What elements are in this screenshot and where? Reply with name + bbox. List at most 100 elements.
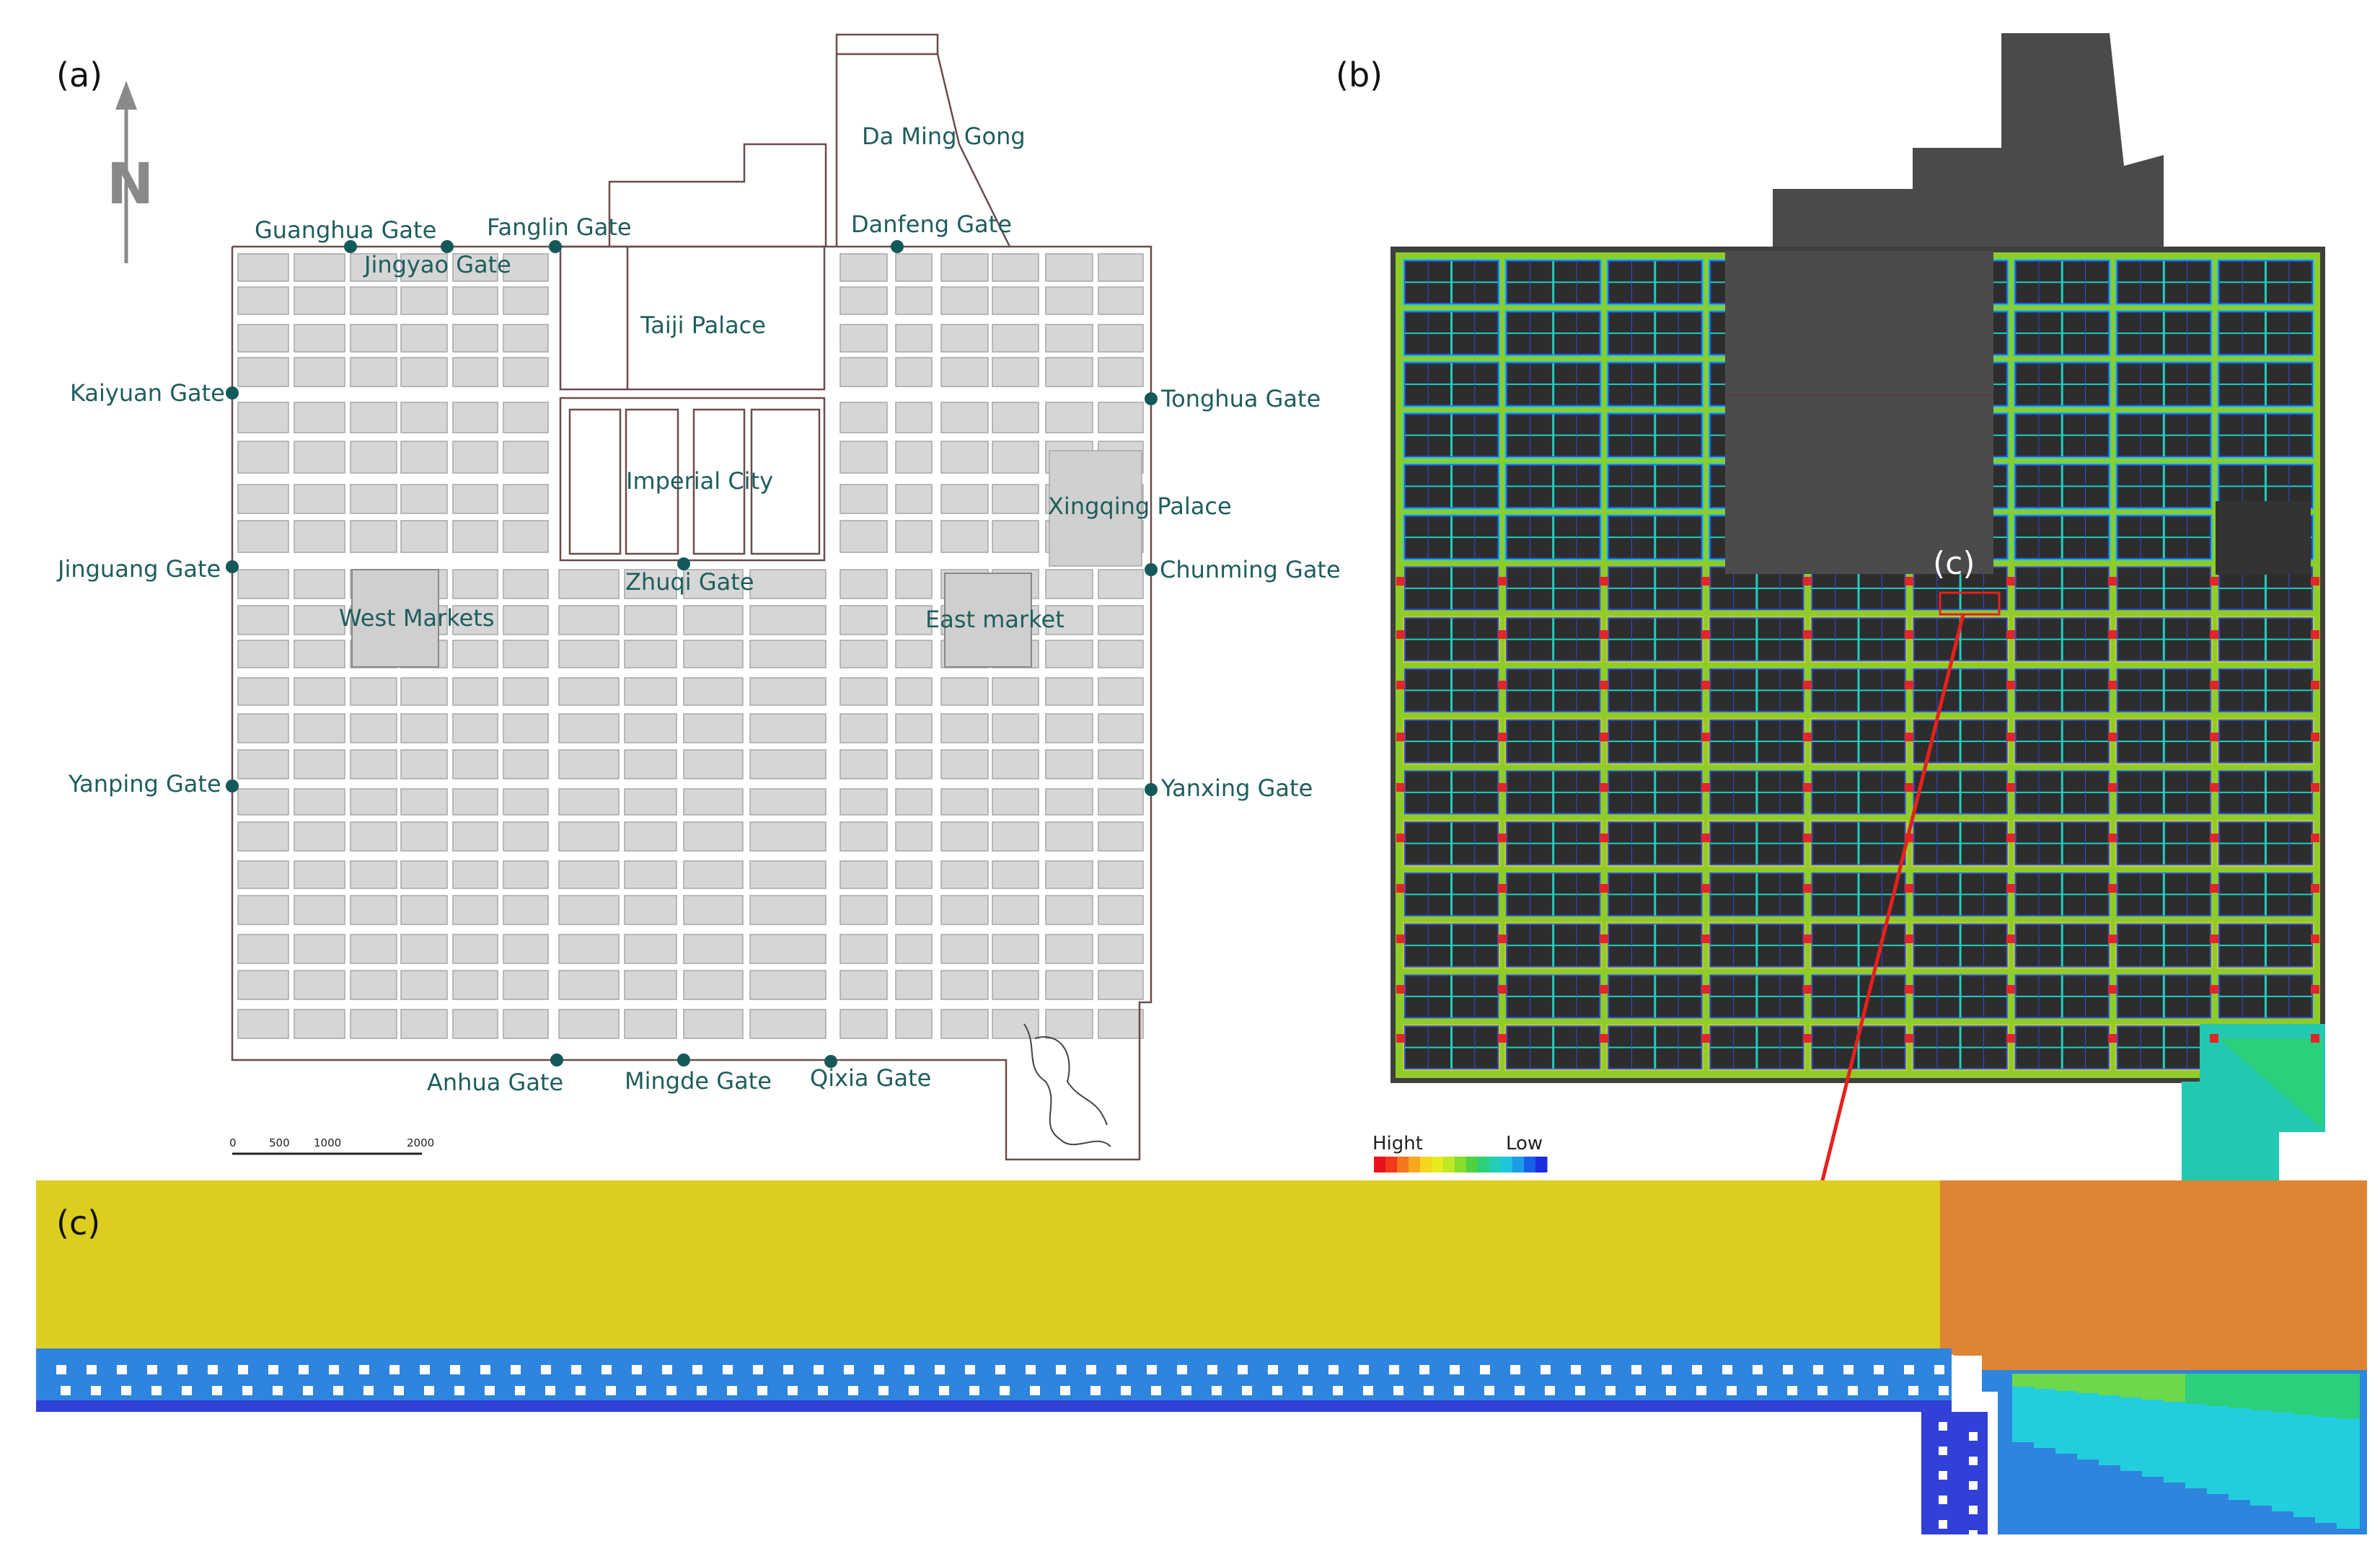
road-node xyxy=(1600,834,1608,842)
grid-dot xyxy=(636,1386,646,1395)
ward-block xyxy=(350,713,397,743)
ward-block xyxy=(895,441,933,474)
ward-block xyxy=(624,821,677,852)
ward-block xyxy=(895,286,933,315)
ward-block xyxy=(839,640,888,668)
ward-block xyxy=(1098,357,1144,387)
ward-block xyxy=(940,677,989,706)
mingde-gate-label: Mingde Gate xyxy=(625,1067,772,1095)
grid-dot xyxy=(1848,1386,1858,1395)
ward-block xyxy=(294,286,345,315)
road-node xyxy=(1498,1034,1507,1043)
road-node xyxy=(1600,630,1608,639)
zhuqi-gate-label: Zhuqi Gate xyxy=(625,568,754,596)
road-node xyxy=(2311,783,2319,792)
road-node xyxy=(1701,834,1710,842)
road-node xyxy=(1396,681,1405,689)
grid-dot xyxy=(1545,1386,1555,1395)
grid-dot xyxy=(121,1386,131,1395)
ward-block xyxy=(895,749,933,779)
gate-dot xyxy=(441,240,454,253)
grid-dot xyxy=(1389,1365,1399,1374)
legend-swatch xyxy=(1512,1157,1525,1172)
jingyao-gate-label: Jingyao Gate xyxy=(363,251,511,278)
ward-block xyxy=(839,788,888,816)
detail-orange-zone xyxy=(1940,1180,2367,1375)
ward-block xyxy=(400,253,448,282)
road-node xyxy=(2108,577,2117,586)
ward-block xyxy=(350,860,397,889)
grid-dot xyxy=(1969,1506,1978,1514)
ward-block xyxy=(940,934,989,964)
grid-dot xyxy=(454,1386,464,1395)
ward-block xyxy=(400,821,448,852)
ward-block xyxy=(350,749,397,779)
ward-block xyxy=(452,286,498,315)
stair-green xyxy=(2229,1374,2252,1408)
ward-block xyxy=(237,860,289,889)
road-node xyxy=(1600,577,1608,586)
ward-block xyxy=(1045,1009,1093,1039)
ward-block xyxy=(503,520,549,553)
anhua-gate-label: Anhua Gate xyxy=(427,1069,563,1096)
road-node xyxy=(1905,1034,1913,1043)
road-node xyxy=(1600,1034,1608,1043)
ward-block xyxy=(749,640,827,668)
grid-dot xyxy=(692,1365,702,1374)
grid-dot xyxy=(723,1365,733,1374)
grid-dot xyxy=(333,1386,343,1395)
fanglin-gate-label: Fanglin Gate xyxy=(487,213,632,241)
ward-block xyxy=(1045,895,1093,925)
ward-block xyxy=(749,605,827,635)
grid-dot xyxy=(939,1386,949,1395)
grid-dot xyxy=(420,1365,430,1374)
grid-dot xyxy=(1026,1365,1036,1374)
gate-dot xyxy=(550,1054,563,1066)
jinguang-gate-label: Jinguang Gate xyxy=(56,555,221,583)
ward-block xyxy=(895,895,933,925)
ward-block xyxy=(503,860,549,889)
road-node xyxy=(2006,834,2015,842)
scale-tick-2000: 2000 xyxy=(407,1136,434,1149)
grid-dot xyxy=(1359,1365,1369,1374)
ward-block xyxy=(1045,677,1093,706)
ward-block xyxy=(558,821,620,852)
grid-dot xyxy=(1908,1386,1918,1395)
ward-block xyxy=(992,357,1039,387)
panel-a-map: (a) N Da xyxy=(56,33,1341,1161)
grid-dot xyxy=(1934,1365,1944,1374)
legend-swatch xyxy=(1489,1157,1502,1172)
road-node xyxy=(1905,985,1913,994)
da-ming-gong-label: Da Ming Gong xyxy=(862,123,1026,150)
grid-dot xyxy=(1363,1386,1373,1395)
grid-dot xyxy=(935,1365,945,1374)
road-node xyxy=(1396,783,1405,792)
legend-swatch xyxy=(1443,1157,1455,1172)
grid-dot xyxy=(1510,1365,1520,1374)
ward-block xyxy=(294,402,345,433)
scale-tick-500: 500 xyxy=(269,1136,290,1149)
guanghua-gate-label: Guanghua Gate xyxy=(255,216,436,244)
ward-block xyxy=(1098,860,1144,889)
ward-block xyxy=(503,713,549,743)
ward-block xyxy=(503,357,549,387)
north-arrow-icon: N xyxy=(107,81,154,263)
ward-block xyxy=(940,441,989,474)
legend-high-label: Hight xyxy=(1372,1133,1423,1154)
stair-green xyxy=(2034,1374,2057,1389)
road-node xyxy=(2210,577,2218,586)
ward-block xyxy=(558,1009,620,1039)
grid-dot xyxy=(909,1386,919,1395)
ward-block xyxy=(624,677,677,706)
east-market-block xyxy=(944,573,1032,668)
ward-block xyxy=(294,520,345,553)
stair-green xyxy=(2293,1374,2317,1415)
road-node xyxy=(1396,733,1405,741)
ward-block xyxy=(503,934,549,964)
ward-block xyxy=(624,860,677,889)
grid-dot xyxy=(1212,1386,1222,1395)
road-node xyxy=(1701,783,1710,792)
ward-block xyxy=(237,788,289,816)
road-node xyxy=(2210,985,2218,994)
ward-block xyxy=(350,677,397,706)
